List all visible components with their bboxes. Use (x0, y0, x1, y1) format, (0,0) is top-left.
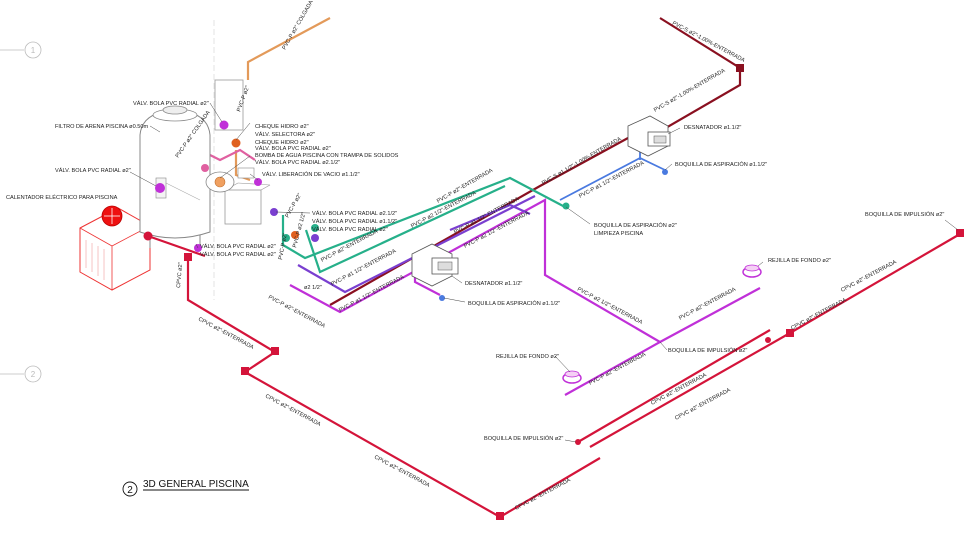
label-calentador: CALENTADOR ELÉCTRICO PARA PISCINA (6, 194, 118, 201)
pipe-label-pvcp-2-pink3: PVC-P ø2"-ENTERRADA (588, 352, 647, 387)
label-desnatador-top: DESNATADOR ø1.1/2" (684, 125, 741, 131)
label-boquilla-imp-mid: BOQUILLA DE IMPULSIÓN ø2" (668, 347, 747, 354)
pipe-label-cpvc-8: CPVC ø2"-ENTERRADA (790, 297, 848, 332)
label-boquilla-asp-limp-1: BOQUILLA DE ASPIRACIÓN ø2" (594, 222, 677, 229)
pipe-cpvc-main (186, 258, 601, 519)
pipe-label-pvcp-112-right: PVC-P ø1 1/2"-ENTERRADA (578, 160, 645, 200)
label-valv-bola-left: VÁLV. BOLA PVC RADIAL ø2" (55, 167, 131, 174)
pipe-label-pvcp-2-pink: PVC-P ø2 1/2"-ENTERRADA (576, 286, 643, 326)
label-boquilla-asp-limp-2: LIMPIEZA PISCINA (594, 231, 643, 237)
label-valv-vacio: VÁLV. LIBERACIÓN DE VACIO ø1.1/2" (262, 171, 360, 178)
main-drain-right (742, 264, 762, 278)
label-valv-r3: VÁLV. BOLA PVC RADIAL ø2" (312, 226, 388, 233)
pipe-cpvc-right (589, 233, 961, 448)
pipe-label-cpvc-6: CPVC ø2"-ENTERRADA (674, 387, 732, 422)
label-desnatador-mid: DESNATADOR ø1.1/2" (465, 281, 522, 287)
leader-lines (129, 102, 959, 443)
grid-marker-1-label: 1 (31, 46, 36, 55)
valve-manifold (214, 79, 271, 225)
pipe-label-colgada-top: PVC-P ø2" COLGADA (282, 0, 315, 51)
valve-markers (143, 120, 570, 252)
pipe-label-pvcs-enterrada-right: PVC-S ø2"-1.00%-ENTERRADA (653, 68, 727, 114)
pipe-label-cpvc-4: CPVC ø2"-ENTERRADA (514, 477, 572, 512)
label-valv-bola-3: VÁLV. BOLA PVC RADIAL ø2" (255, 145, 331, 152)
grid-marker-2: 2 (0, 365, 42, 383)
pipe-pvcp-green (281, 176, 566, 274)
label-bomba: BOMBA DE AGUA PISCINA CON TRAMPA DE SOLI… (255, 153, 399, 159)
label-valv-r1: VÁLV. BOLA PVC RADIAL ø2.1/2" (312, 210, 397, 217)
drawing-title-number: 2 (127, 485, 133, 496)
drawing-title-text: 3D GENERAL PISCINA (143, 479, 249, 490)
label-boquilla-imp-far: BOQUILLA DE IMPULSIÓN ø2" (865, 211, 944, 218)
label-rejilla-right: REJILLA DE FONDO ø2" (768, 258, 831, 264)
label-rejilla-left: REJILLA DE FONDO ø2" (496, 354, 559, 360)
label-filtro: FILTRO DE ARENA PISCINA ø0.50m (55, 124, 148, 130)
pipe-label-pvcp-212-v2: ø2 1/2" (304, 285, 322, 291)
pipe-cpvc-network (147, 233, 961, 519)
label-boquilla-asp-mid: BOQUILLA DE ASPIRACIÓN ø1.1/2" (468, 300, 560, 307)
pipe-pvcp-orange (234, 17, 331, 182)
pipe-pvcs-top (329, 17, 742, 306)
return-nozzles (575, 229, 963, 445)
suction-nozzles (439, 169, 668, 301)
pipe-label-pvcp-212-v: PVC-P ø2 1/2" (292, 212, 307, 249)
pipe-pvcp-violet (297, 195, 536, 294)
pipe-cpvc-stub (147, 234, 206, 258)
label-cheque-2: CHEQUE HIDRO ø2" (255, 140, 309, 146)
label-valv-r2: VÁLV. BOLA PVC RADIAL ø1.1/2" (312, 218, 397, 225)
pipe-label-cpvc-7: CPVC ø2"-ENTERRADA (840, 259, 898, 294)
label-boquilla-asp-top: BOQUILLA DE ASPIRACIÓN ø1.1/2" (675, 161, 767, 168)
pipe-label-pvcp-2-v: PVC-P ø2" (278, 233, 289, 261)
pipe-label-top-enterrada: PVC-S ø2"-1.00%-ENTERRADA (671, 20, 746, 64)
pipe-label-cpvc-5: CPVC ø2"-ENTERRADA (650, 372, 708, 407)
grid-marker-2-label: 2 (31, 370, 36, 379)
pipe-cpvc-right-2 (577, 329, 771, 443)
pump (205, 167, 255, 193)
label-valv-bola-top: VÁLV. BOLA PVC RADIAL ø2" (133, 100, 209, 107)
heater (79, 205, 151, 291)
label-valv-bola-4: VÁLV. BOLA PVC RADIAL ø2.1/2" (255, 159, 340, 166)
skimmer-mid (411, 243, 459, 287)
label-valv-b1: VÁLV. BOLA PVC RADIAL ø2" (200, 243, 276, 250)
label-valv-selectora: VÁLV. SELECTORA ø2" (255, 131, 315, 138)
main-drain-left (562, 370, 582, 384)
skimmer-top (627, 115, 671, 157)
label-boquilla-imp-bottom: BOQUILLA DE IMPULSIÓN ø2" (484, 435, 563, 442)
label-cheque: CHEQUE HIDRO ø2" (255, 124, 309, 130)
pipe-label-cpvc-left-v: CPVC ø2" (176, 262, 184, 288)
drawing-title: 2 3D GENERAL PISCINA (122, 479, 249, 497)
label-valv-b2: VÁLV. BOLA PVC RADIAL ø2" (200, 251, 276, 258)
grid-marker-1: 1 (0, 41, 42, 59)
